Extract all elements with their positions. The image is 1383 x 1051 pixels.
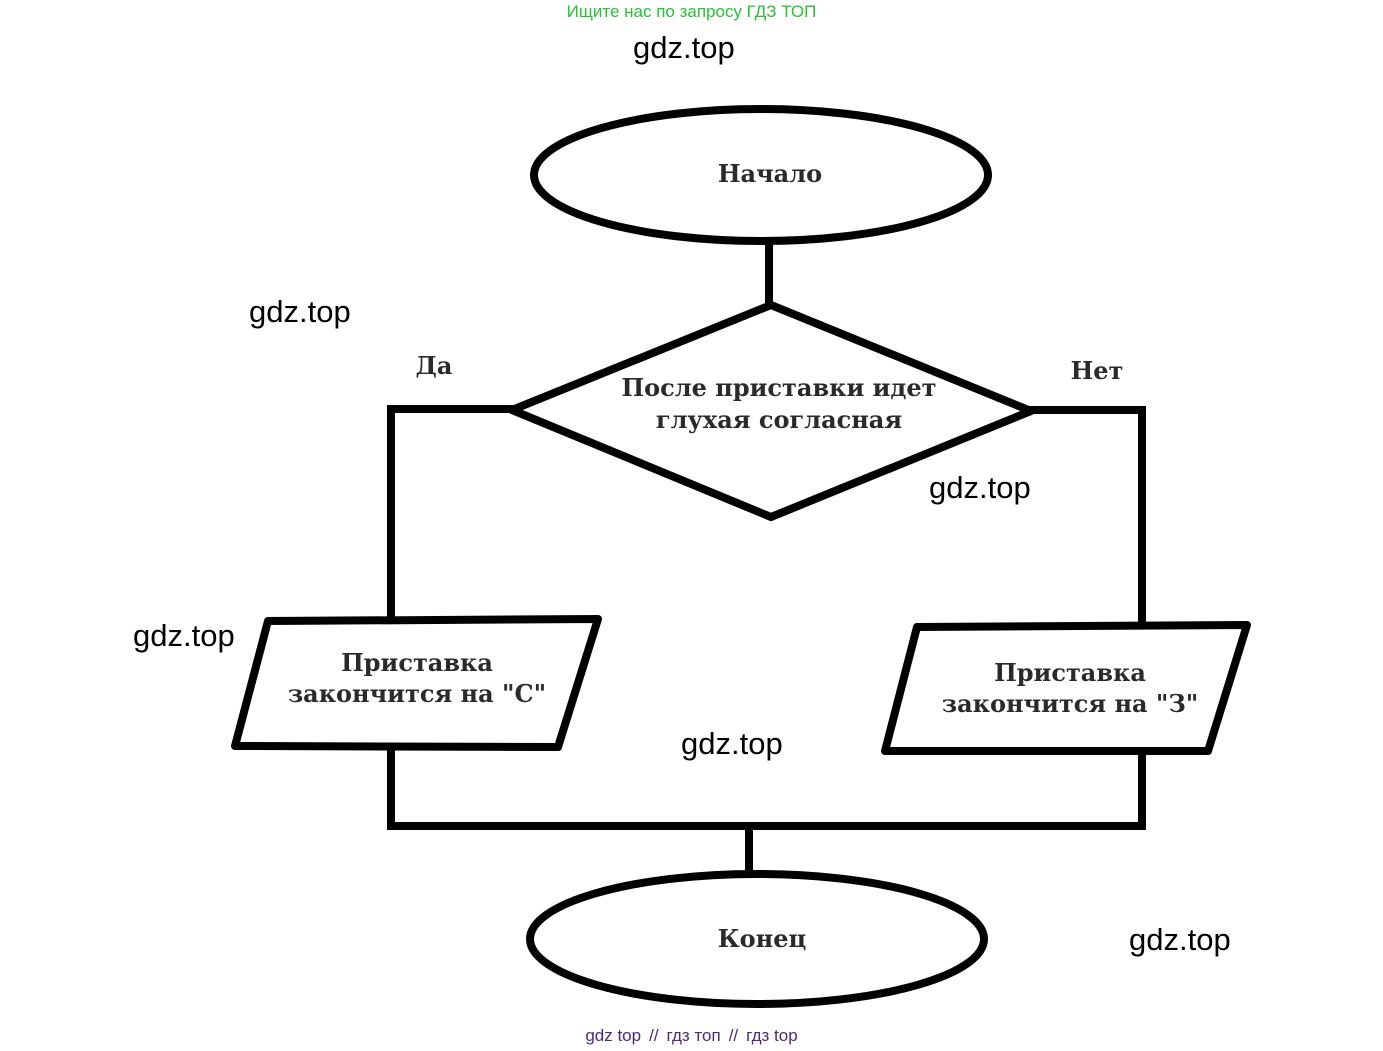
watermark: gdz.top — [249, 294, 351, 329]
end-terminator — [526, 870, 988, 1008]
no-branch-label: Нет — [1071, 356, 1124, 385]
yes-branch-connector — [387, 405, 516, 624]
start-label: Начало — [718, 159, 822, 188]
footer-link-gdz-top-mixed[interactable]: гдз top — [746, 1026, 798, 1045]
end-label: Конец — [718, 924, 806, 953]
output-c-line2: закончится на "С" — [288, 679, 546, 708]
output-c-line1: Приставка — [341, 648, 493, 677]
watermark: gdz.top — [633, 30, 735, 65]
watermark: gdz.top — [929, 470, 1031, 505]
output-parallelogram-z — [881, 621, 1251, 755]
output-z-line2: закончится на "З" — [942, 689, 1199, 718]
no-branch-connector — [1027, 406, 1146, 629]
output-z-line1: Приставка — [994, 658, 1146, 687]
yes-branch-label: Да — [416, 351, 453, 380]
decision-label-line1: После приставки идет — [621, 373, 936, 402]
watermark: gdz.top — [1129, 922, 1231, 957]
decision-diamond — [508, 301, 1035, 521]
start-terminator — [530, 105, 992, 245]
search-hint-banner: Ищите нас по запросу ГДЗ ТОП — [566, 2, 817, 21]
decision-label-line2: глухая согласная — [656, 405, 902, 434]
watermark: gdz.top — [681, 726, 783, 761]
footer-link-gdz-top[interactable]: gdz top — [585, 1026, 642, 1045]
output-parallelogram-c — [231, 615, 602, 751]
footer-separator: // — [728, 1026, 739, 1045]
merge-connector — [387, 745, 1146, 830]
watermark: gdz.top — [133, 618, 235, 653]
footer-link-gdz-top-ru[interactable]: гдз топ — [666, 1026, 721, 1045]
footer-links: gdz top // гдз топ // гдз top — [0, 1024, 1383, 1048]
footer-separator: // — [649, 1026, 659, 1045]
